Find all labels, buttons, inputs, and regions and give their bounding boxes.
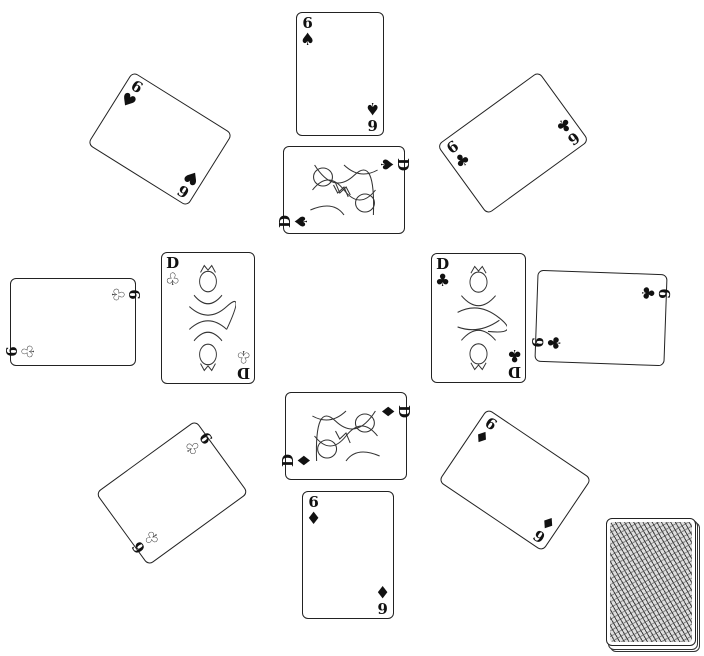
club-icon: ♣ <box>452 150 474 173</box>
card-c8[interactable]: 6 ♣ 6 ♣ <box>534 270 667 366</box>
card-c7[interactable]: D ♣ D ♣ <box>431 253 526 383</box>
card-c1[interactable]: 6 ♠ 6 ♠ <box>296 12 384 136</box>
card-corner: 6 ♠ <box>365 99 380 132</box>
card-corner: 6 ♧ <box>5 344 38 359</box>
card-corner: D ♣ <box>507 346 522 379</box>
club-icon: ♣ <box>435 273 450 290</box>
queen-figure-icon <box>302 155 386 225</box>
card-corner: D ♠ <box>377 157 410 172</box>
club-icon: ♧ <box>142 526 165 548</box>
card-c6[interactable]: D ♧ D ♧ <box>161 252 255 384</box>
club-icon: ♣ <box>547 335 565 351</box>
card-corner: 6 ♣ <box>552 113 584 149</box>
spade-icon: ♠ <box>294 214 311 229</box>
card-c9[interactable]: D ♦ D ♦ <box>285 392 407 480</box>
club-icon: ♧ <box>180 438 203 460</box>
club-icon: ♧ <box>165 272 180 289</box>
card-corner: 6 ♧ <box>180 428 216 460</box>
card-corner: D ♣ <box>435 257 450 290</box>
card-corner: 6 ♦ <box>529 510 560 546</box>
queen-figure-icon <box>450 262 507 374</box>
heart-icon: ♥ <box>182 165 204 187</box>
card-corner: 6 ♧ <box>129 526 165 558</box>
club-icon: ♧ <box>108 287 125 302</box>
card-corner: 6 ♣ <box>442 137 474 173</box>
card-c4[interactable]: D ♠ D ♠ <box>283 146 405 234</box>
card-corner: D ♦ <box>378 404 411 419</box>
stock-pile[interactable] <box>606 518 700 652</box>
card-corner: D ♠ <box>278 214 311 229</box>
card-c12[interactable]: 6 ♦ 6 ♦ <box>302 491 394 619</box>
diamond-icon: ♦ <box>375 582 390 599</box>
card-corner: 6 ♥ <box>173 165 203 201</box>
diamond-icon: ♦ <box>538 510 560 533</box>
card-corner: D ♧ <box>165 256 180 289</box>
card-corner: 6 ♠ <box>300 16 315 49</box>
card-corner: 6 ♧ <box>108 287 141 302</box>
card-c2[interactable]: 6 ♥ 6 ♥ <box>87 71 233 206</box>
diamond-icon: ♦ <box>470 427 492 450</box>
club-icon: ♧ <box>21 344 38 359</box>
spade-icon: ♠ <box>377 157 394 172</box>
heart-icon: ♥ <box>117 90 139 112</box>
card-corner: D ♧ <box>236 347 251 380</box>
club-icon: ♣ <box>507 346 522 363</box>
card-c10[interactable]: 6 ♧ 6 ♧ <box>95 420 248 566</box>
spade-icon: ♠ <box>365 99 380 116</box>
diamond-icon: ♦ <box>306 511 321 528</box>
card-back[interactable] <box>606 518 696 646</box>
card-c11[interactable]: 6 ♦ 6 ♦ <box>438 408 592 551</box>
club-icon: ♧ <box>236 347 251 364</box>
diamond-icon: ♦ <box>297 453 314 468</box>
card-c3[interactable]: 6 ♣ 6 ♣ <box>437 71 589 215</box>
spade-icon: ♠ <box>300 32 315 49</box>
card-back-pattern-icon <box>610 522 692 642</box>
queen-figure-icon <box>180 261 236 375</box>
card-corner: 6 ♦ <box>470 414 501 450</box>
card-corner: 6 ♥ <box>117 77 147 113</box>
card-corner: 6 ♣ <box>531 334 565 350</box>
club-icon: ♣ <box>638 285 656 301</box>
card-corner: 6 ♦ <box>375 582 390 615</box>
card-c5[interactable]: 6 ♧ 6 ♧ <box>10 278 136 366</box>
card-corner: 6 ♦ <box>306 495 321 528</box>
queen-figure-icon <box>304 401 388 471</box>
card-corner: 6 ♣ <box>638 285 672 301</box>
card-corner: D ♦ <box>281 453 314 468</box>
diamond-icon: ♦ <box>378 404 395 419</box>
